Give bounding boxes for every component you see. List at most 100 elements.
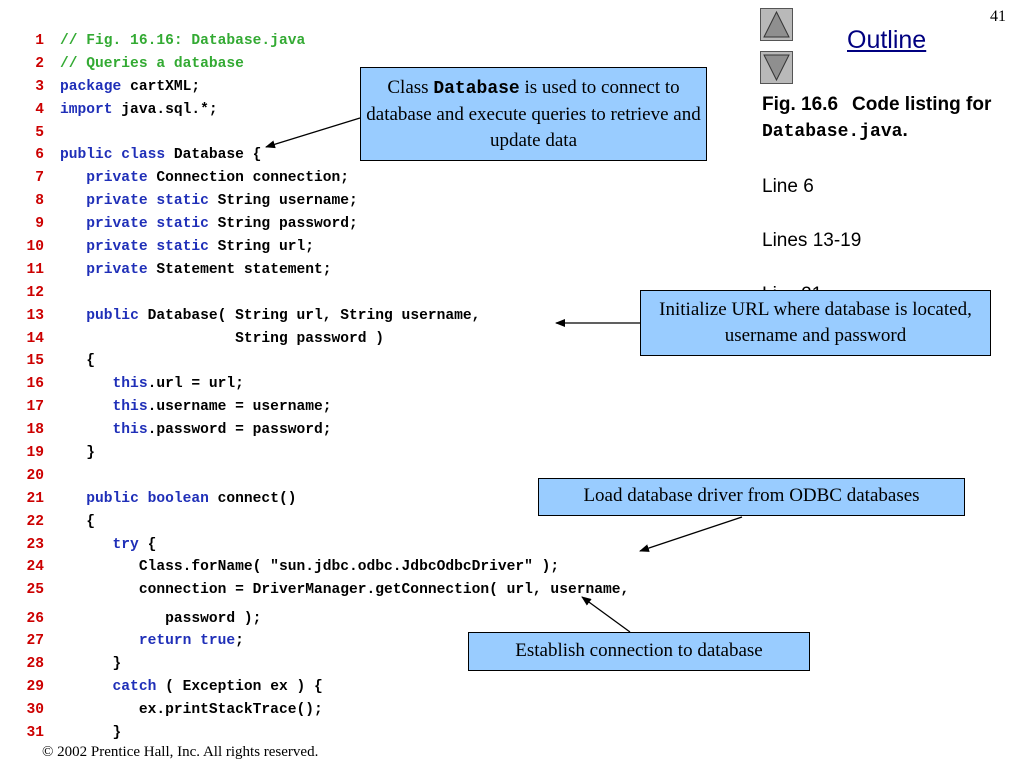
line-number: 27 (26, 633, 44, 650)
code-keyword: private (86, 170, 148, 187)
line-number: 10 (26, 239, 44, 256)
callout-database-class: Class Database is used to connect to dat… (360, 67, 707, 161)
code-line: 10 private static String url; (14, 236, 314, 259)
code-text: ex.printStackTrace(); (60, 699, 323, 722)
code-text: package cartXML; (60, 76, 200, 99)
code-text: public Database( String url, String user… (60, 305, 480, 328)
line-number: 25 (26, 582, 44, 599)
arrow-to-line-24 (639, 516, 743, 552)
code-line: 16 this.url = url; (14, 373, 243, 396)
code-token (60, 537, 113, 553)
code-token: .username = username; (147, 399, 332, 416)
code-token: { (138, 536, 157, 553)
code-token: ex.printStackTrace(); (60, 701, 323, 718)
code-text: // Queries a database (60, 53, 244, 76)
code-line: 12 (14, 282, 44, 305)
code-token: String password ) (60, 330, 385, 347)
code-line: 26 password ); (14, 602, 261, 630)
code-line: 8 private static String username; (14, 190, 358, 213)
code-line: 19 } (14, 442, 95, 465)
caption-suffix: . (902, 120, 908, 141)
code-line: 11 private Statement statement; (14, 259, 331, 282)
line-number: 1 (35, 33, 44, 49)
code-token: Database { (165, 147, 262, 164)
code-token (60, 633, 139, 649)
line-number: 23 (26, 536, 44, 553)
code-text: import java.sql.*; (60, 99, 218, 122)
code-text: password ); (60, 602, 261, 636)
code-line: 9 private static String password; (14, 213, 358, 236)
code-line: 24 Class.forName( "sun.jdbc.odbc.JdbcOdb… (14, 556, 559, 579)
callout-establish-connection: Establish connection to database (468, 632, 810, 671)
code-text: this.password = password; (60, 419, 332, 442)
code-line: 7 private Connection connection; (14, 167, 349, 190)
code-token (60, 399, 113, 415)
callout-class-name: Database (433, 79, 520, 99)
code-text: public boolean connect() (60, 488, 296, 511)
code-line: 20 (14, 465, 44, 488)
code-keyword: this (112, 376, 148, 393)
code-text: connection = DriverManager.getConnection… (60, 579, 629, 602)
callout-load-driver: Load database driver from ODBC databases (538, 478, 965, 516)
code-token: java.sql.*; (112, 101, 218, 118)
line-reference[interactable]: Lines 13-19 (762, 230, 862, 251)
callout-text: Initialize URL where database is located… (659, 299, 972, 346)
callout-text: Establish connection to database (515, 640, 763, 661)
line-number: 26 (26, 611, 44, 628)
previous-slide-button[interactable] (760, 8, 793, 41)
code-line: 28 } (14, 653, 121, 676)
triangle-down-icon (763, 54, 790, 82)
code-line: 30 ex.printStackTrace(); (14, 699, 322, 722)
code-keyword: private static (86, 216, 209, 233)
arrow-to-line-6 (265, 117, 361, 149)
code-line: 1 // Fig. 16.16: Database.java (14, 30, 305, 53)
caption-filename: Database.java (762, 122, 903, 142)
code-token: connection = DriverManager.getConnection… (60, 582, 630, 599)
code-token: String username; (208, 193, 358, 210)
line-number: 19 (26, 445, 44, 462)
line-number: 16 (26, 376, 44, 393)
line-number: 11 (26, 261, 44, 278)
line-number: 29 (26, 679, 44, 696)
code-text: try { (60, 534, 157, 557)
page-number: 41 (990, 8, 1006, 25)
code-line: 21 public boolean connect() (14, 488, 296, 511)
line-reference[interactable]: Line 6 (762, 176, 814, 197)
code-text: { (60, 511, 95, 534)
code-token: Database( String url, String username, (138, 307, 481, 324)
code-token: } (60, 445, 96, 462)
code-keyword: public class (60, 147, 166, 164)
callout-text: Load database driver from ODBC databases (583, 485, 920, 506)
code-line: 27 return true; (14, 630, 243, 653)
code-token: } (60, 656, 122, 673)
line-number: 3 (35, 78, 44, 95)
line-number: 15 (26, 353, 44, 370)
code-token (60, 376, 113, 392)
code-text: private Statement statement; (60, 259, 331, 282)
code-token: ( Exception ex ) { (156, 679, 323, 696)
code-token: cartXML; (121, 78, 201, 95)
code-token: } (60, 724, 122, 741)
code-token: .password = password; (147, 422, 332, 439)
code-token (60, 491, 86, 507)
code-token: { (60, 353, 96, 370)
code-line: 13 public Database( String url, String u… (14, 305, 480, 328)
next-slide-button[interactable] (760, 51, 793, 84)
code-keyword: public (86, 307, 139, 324)
caption-figure-number: Fig. 16.6 (762, 94, 839, 115)
code-text: } (60, 653, 122, 676)
code-keyword: return true (138, 633, 236, 650)
code-comment: // Fig. 16.16: Database.java (60, 33, 306, 49)
code-token (60, 262, 86, 278)
line-number: 22 (26, 513, 44, 530)
code-text: } (60, 442, 95, 465)
code-token (60, 422, 113, 438)
outline-link[interactable]: Outline (847, 26, 927, 54)
code-token: .url = url; (147, 376, 244, 393)
line-number: 5 (35, 124, 44, 141)
code-text: } (60, 722, 122, 745)
